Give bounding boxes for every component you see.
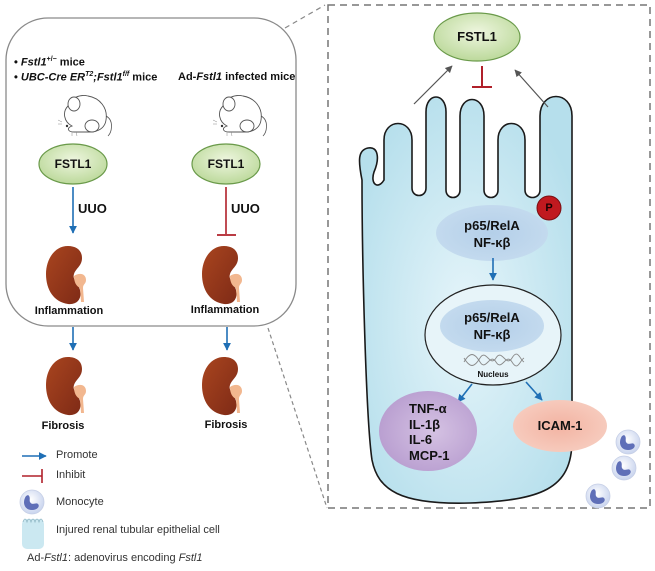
cytokine-item: MCP-1 — [409, 447, 450, 463]
genotype-bullet-2: • UBC-Cre ERT2;Fstl1f/f mice — [14, 71, 158, 84]
fstl1-label-left: FSTL1 — [54, 157, 92, 171]
fibrosis-label-left: Fibrosis — [41, 420, 85, 432]
kidney-icon — [46, 246, 86, 305]
mouse-icon — [212, 94, 267, 137]
epithelial-cell-icon — [22, 518, 44, 549]
monocyte-icon — [585, 483, 611, 509]
legend-inhibit-label: Inhibit — [56, 469, 86, 481]
mouse-model-panel — [5, 17, 297, 327]
legend-footnote: Ad-Fstl1: adenovirus encoding Fstl1 — [27, 552, 203, 564]
secretion-arrow-right — [514, 69, 549, 108]
cytokine-bubble — [379, 391, 477, 471]
kidney-icon — [46, 357, 86, 416]
zoom-connector-top — [284, 4, 326, 29]
ad-fstl1-group-title: Ad-Fstl1 infected mice — [178, 71, 296, 83]
cytokine-item: TNF-α — [409, 401, 447, 416]
zoom-connector-bottom — [267, 327, 328, 509]
cell-mechanism-panel — [327, 4, 651, 509]
fstl1-label-top: FSTL1 — [457, 29, 497, 44]
icam-bubble — [513, 400, 607, 452]
nfkb-cytoplasm — [436, 205, 548, 261]
legend-monocyte-label: Monocyte — [56, 496, 104, 508]
monocyte-icon — [615, 429, 641, 455]
inflammation-label-left: Inflammation — [34, 305, 104, 317]
legend-promote-label: Promote — [56, 449, 98, 461]
transcription-arrow-icam — [525, 381, 543, 401]
dna-icon — [463, 353, 525, 367]
genotype-bullet-1: • Fstl1+/− mice — [14, 56, 85, 69]
fibrosis-label-right: Fibrosis — [204, 419, 248, 431]
secretion-arrow-left — [413, 65, 453, 105]
monocyte-icon — [611, 455, 637, 481]
monocyte-icon — [19, 489, 45, 515]
phospho-label: P — [545, 202, 553, 214]
transcription-arrow-cytokines — [457, 383, 473, 403]
uuo-label-left: UUO — [78, 201, 107, 216]
kidney-icon — [202, 246, 242, 305]
fstl1-node-left — [38, 143, 108, 185]
cytokine-item: IL-1β — [409, 416, 441, 432]
nucleus-label: Nucleus — [477, 370, 509, 379]
fstl1-node-top — [433, 12, 521, 62]
icam-label: ICAM-1 — [537, 418, 583, 433]
cytokine-list: TNF-α IL-1β IL-6 MCP-1 — [409, 401, 449, 463]
legend-epithelial-label: Injured renal tubular epithelial cell — [56, 524, 220, 536]
mouse-icon — [57, 94, 112, 137]
phospho-badge — [536, 195, 562, 221]
inflammation-label-right: Inflammation — [190, 304, 260, 316]
kidney-icon — [202, 357, 242, 416]
nfkb-nucleus — [440, 300, 544, 352]
cytokine-item: IL-6 — [409, 432, 433, 447]
fstl1-label-right: FSTL1 — [207, 157, 245, 171]
uuo-label-right: UUO — [231, 201, 260, 216]
fstl1-node-right — [191, 143, 261, 185]
